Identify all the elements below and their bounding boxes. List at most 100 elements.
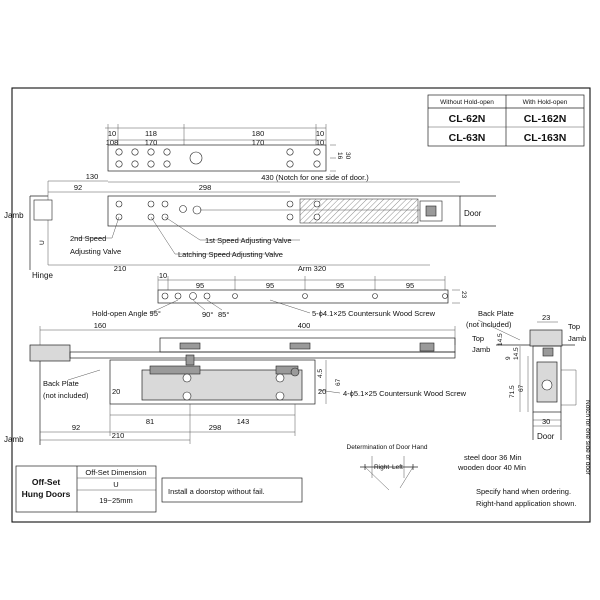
label-left: Left xyxy=(392,464,403,471)
dim-label: 81 xyxy=(146,417,154,426)
back-plate xyxy=(29,344,71,362)
arm-rail xyxy=(69,351,456,359)
model-table: Without Hold-open With Hold-open CL-62N … xyxy=(427,94,585,147)
offset-dim-range: 19~25mm xyxy=(99,496,133,505)
drawing-frame xyxy=(11,87,591,523)
dim-label: 170 xyxy=(252,138,265,147)
dim-label: 10 xyxy=(316,129,324,138)
bracket-view: 10 95 95 95 95 23 Hold-open Angle 95° 90… xyxy=(92,271,467,319)
label-top: Top xyxy=(472,334,484,343)
top-plate-view: 10 118 180 10 170 108 170 10 16 30 130 4… xyxy=(4,124,496,280)
dim-label: 298 xyxy=(199,183,212,192)
dim-label: 14.5 xyxy=(497,333,504,346)
rail-top xyxy=(159,337,456,353)
label-steel-door: steel door 36 Min xyxy=(464,453,522,462)
label-screw-top: 5-ϕ4.1×25 Countersunk Wood Screw xyxy=(312,309,436,318)
label-notch: Notch for one side of door xyxy=(584,400,591,476)
offset-dim-header: Off-Set Dimension xyxy=(85,468,146,477)
note-doorstop: Install a doorstop without fail. xyxy=(168,487,265,496)
dim-label: 95 xyxy=(196,281,204,290)
dim-label: 20 xyxy=(318,387,326,396)
door-hand-title: Determination of Door Hand xyxy=(347,444,428,451)
label-hold-open-angle: Hold-open Angle 95° xyxy=(92,309,161,318)
dim-label: 95 xyxy=(406,281,414,290)
dim-label: 95 xyxy=(336,281,344,290)
dim-label: 67 xyxy=(335,378,342,386)
dim-label: 10 xyxy=(159,271,167,280)
dim-label: 67 xyxy=(518,384,525,392)
dim-label: 430 (Notch for one side of door.) xyxy=(261,173,369,182)
label-jamb: Jamb xyxy=(4,211,24,220)
dim-label: 10 xyxy=(316,138,324,147)
closer-body-top xyxy=(107,195,461,227)
notes: Install a doorstop without fail. Specify… xyxy=(161,477,576,508)
table-cell-model: CL-62N xyxy=(449,113,486,125)
table-cell-model: CL-162N xyxy=(524,113,567,125)
dim-label: 10 xyxy=(108,129,116,138)
table-header-with: With Hold-open xyxy=(523,99,568,106)
dim-label: 4.5 xyxy=(317,369,324,378)
side-view: Back Plate (not included) Top Jamb Top J… xyxy=(457,309,591,476)
dim-label: 9 xyxy=(505,356,512,360)
label-door: Door xyxy=(537,432,555,441)
dim-label: 170 xyxy=(145,138,158,147)
dim-label: 30 xyxy=(344,152,351,160)
closer-body-front xyxy=(109,359,316,405)
label-1st-speed: 1st Speed Adjusting Valve xyxy=(205,236,292,245)
dim-label: 118 xyxy=(145,129,157,138)
dim-label: 14.5 xyxy=(513,347,520,360)
dim-label: 23 xyxy=(460,291,467,299)
label-door: Door xyxy=(464,209,482,218)
dim-label: 108 xyxy=(106,138,119,147)
note-specify-hand: Specify hand when ordering. xyxy=(476,487,571,496)
dim-label: 210 xyxy=(112,431,125,440)
table-cell-model: CL-163N xyxy=(524,132,567,144)
label-jamb: Jamb xyxy=(472,345,490,354)
dim-label: 92 xyxy=(74,183,82,192)
label-back-plate: Back Plate xyxy=(478,309,514,318)
dim-label: 210 xyxy=(114,264,127,273)
label-top: Top xyxy=(568,322,580,331)
label-angle: 90° xyxy=(202,310,213,319)
label-hinge: Hinge xyxy=(32,271,53,280)
label-screw-bottom: 4-ϕ5.1×25 Countersunk Wood Screw xyxy=(343,389,467,398)
dim-label: 400 xyxy=(298,321,311,330)
offset-title: Hung Doors xyxy=(22,489,71,499)
label-2nd-speed: 2nd Speed xyxy=(70,234,106,243)
door-hand-diagram: Determination of Door Hand Right Left xyxy=(347,444,428,491)
label-angle: 85° xyxy=(218,310,229,319)
bracket-plate xyxy=(157,289,449,304)
note-right-hand: Right-hand application shown. xyxy=(476,499,576,508)
dim-label: 160 xyxy=(94,321,107,330)
mounting-plate xyxy=(107,144,327,172)
label-jamb: Jamb xyxy=(4,435,24,444)
dim-label: 30 xyxy=(542,417,550,426)
label-adjusting-valve: Adjusting Valve xyxy=(70,247,121,256)
dim-label: 92 xyxy=(72,423,80,432)
dim-label: 298 xyxy=(209,423,222,432)
dim-label: 130 xyxy=(86,172,99,181)
table-header-without: Without Hold-open xyxy=(440,99,494,106)
label-right: Right xyxy=(374,464,389,471)
front-view: 160 400 4.5 67 20 20 Back Plate (not inc… xyxy=(4,321,467,445)
offset-table: Off-Set Hung Doors Off-Set Dimension U 1… xyxy=(15,465,157,513)
label-wooden-door: wooden door 40 Min xyxy=(457,463,526,472)
table-cell-model: CL-63N xyxy=(449,132,486,144)
dim-label: 16 xyxy=(336,152,343,160)
offset-title: Off-Set xyxy=(32,477,61,487)
dim-label: 23 xyxy=(542,313,550,322)
dim-label: Arm 320 xyxy=(298,264,326,273)
dim-label: 95 xyxy=(266,281,274,290)
offset-dim-symbol: U xyxy=(113,480,118,489)
label-latching: Latching Speed Adjusting Valve xyxy=(178,250,283,259)
label-not-included: (not included) xyxy=(43,391,89,400)
label-jamb: Jamb xyxy=(568,334,586,343)
closer-side-body xyxy=(532,345,562,413)
dim-label: U xyxy=(39,240,46,245)
dim-label: 71.5 xyxy=(509,385,516,398)
dim-label: 20 xyxy=(112,387,120,396)
dim-label: 143 xyxy=(237,417,250,426)
dim-label: 180 xyxy=(252,129,265,138)
